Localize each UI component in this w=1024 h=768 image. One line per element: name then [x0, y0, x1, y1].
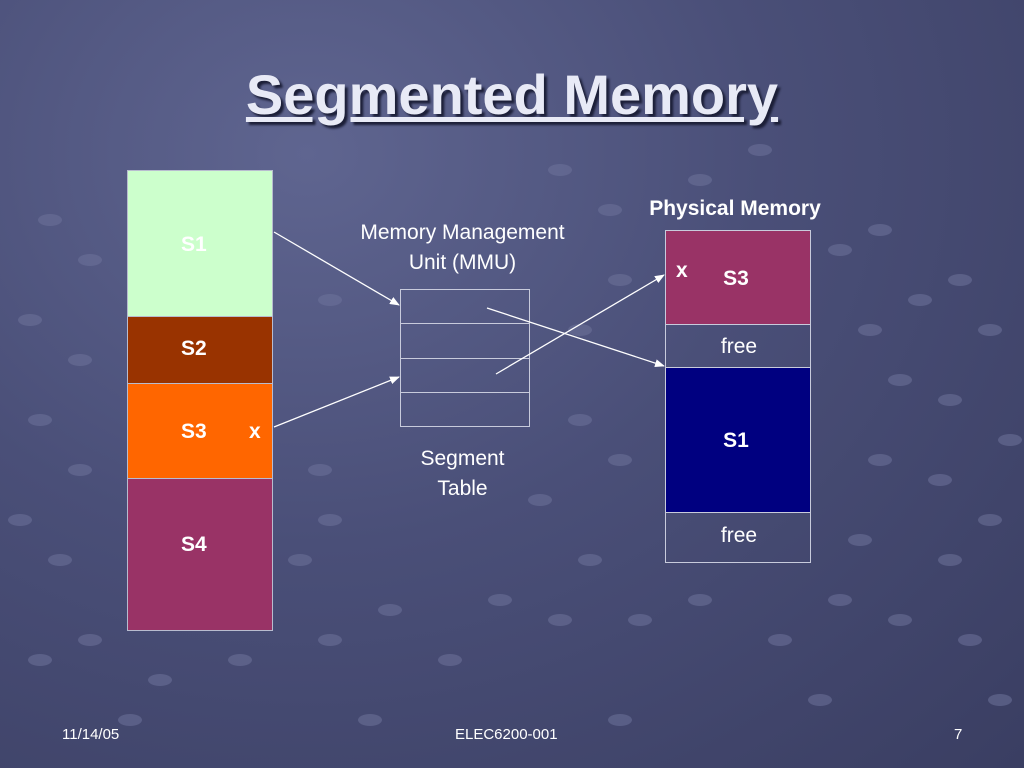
- physical-block-label: free: [720, 524, 758, 547]
- footer-page-number: 7: [954, 726, 963, 743]
- segment-table-label-line1: Segment: [420, 447, 505, 470]
- physical-block-s3: x S3: [665, 230, 811, 325]
- segment-label: S1: [181, 233, 207, 256]
- mmu-label: Memory Management Unit (MMU): [330, 218, 595, 278]
- arrow-s3-to-table: [273, 376, 400, 428]
- footer-course: ELEC6200-001: [455, 726, 558, 743]
- arrow-table-to-physical-s3: [495, 274, 665, 375]
- segment-label: S4: [181, 533, 207, 556]
- segment-marker: x: [249, 420, 261, 443]
- logical-segment-s2: S2: [127, 316, 273, 384]
- segment-table-label-line2: Table: [437, 477, 488, 500]
- logical-segment-s4: S4: [127, 478, 273, 631]
- mmu-label-line1: Memory Management: [360, 221, 565, 244]
- footer-date: 11/14/05: [62, 726, 120, 743]
- segment-label: S3: [181, 420, 207, 443]
- physical-block-label: free: [720, 335, 758, 358]
- slide-title: Segmented Memory: [245, 63, 779, 126]
- physical-block-label: S3: [723, 267, 749, 290]
- physical-memory-heading: Physical Memory: [649, 197, 821, 220]
- segment-table-row: [400, 392, 530, 427]
- physical-block-free: free: [665, 512, 811, 563]
- physical-block-marker: x: [676, 259, 688, 282]
- logical-segment-s1: S1: [127, 170, 273, 317]
- arrow-s1-to-table: [273, 231, 400, 306]
- physical-block-label: S1: [723, 429, 749, 452]
- physical-block-s1: S1: [665, 367, 811, 513]
- mmu-label-line2: Unit (MMU): [408, 251, 517, 274]
- segment-table-label: Segment Table: [395, 444, 530, 504]
- segment-label: S2: [181, 337, 207, 360]
- arrow-table-to-physical-s1: [486, 307, 665, 367]
